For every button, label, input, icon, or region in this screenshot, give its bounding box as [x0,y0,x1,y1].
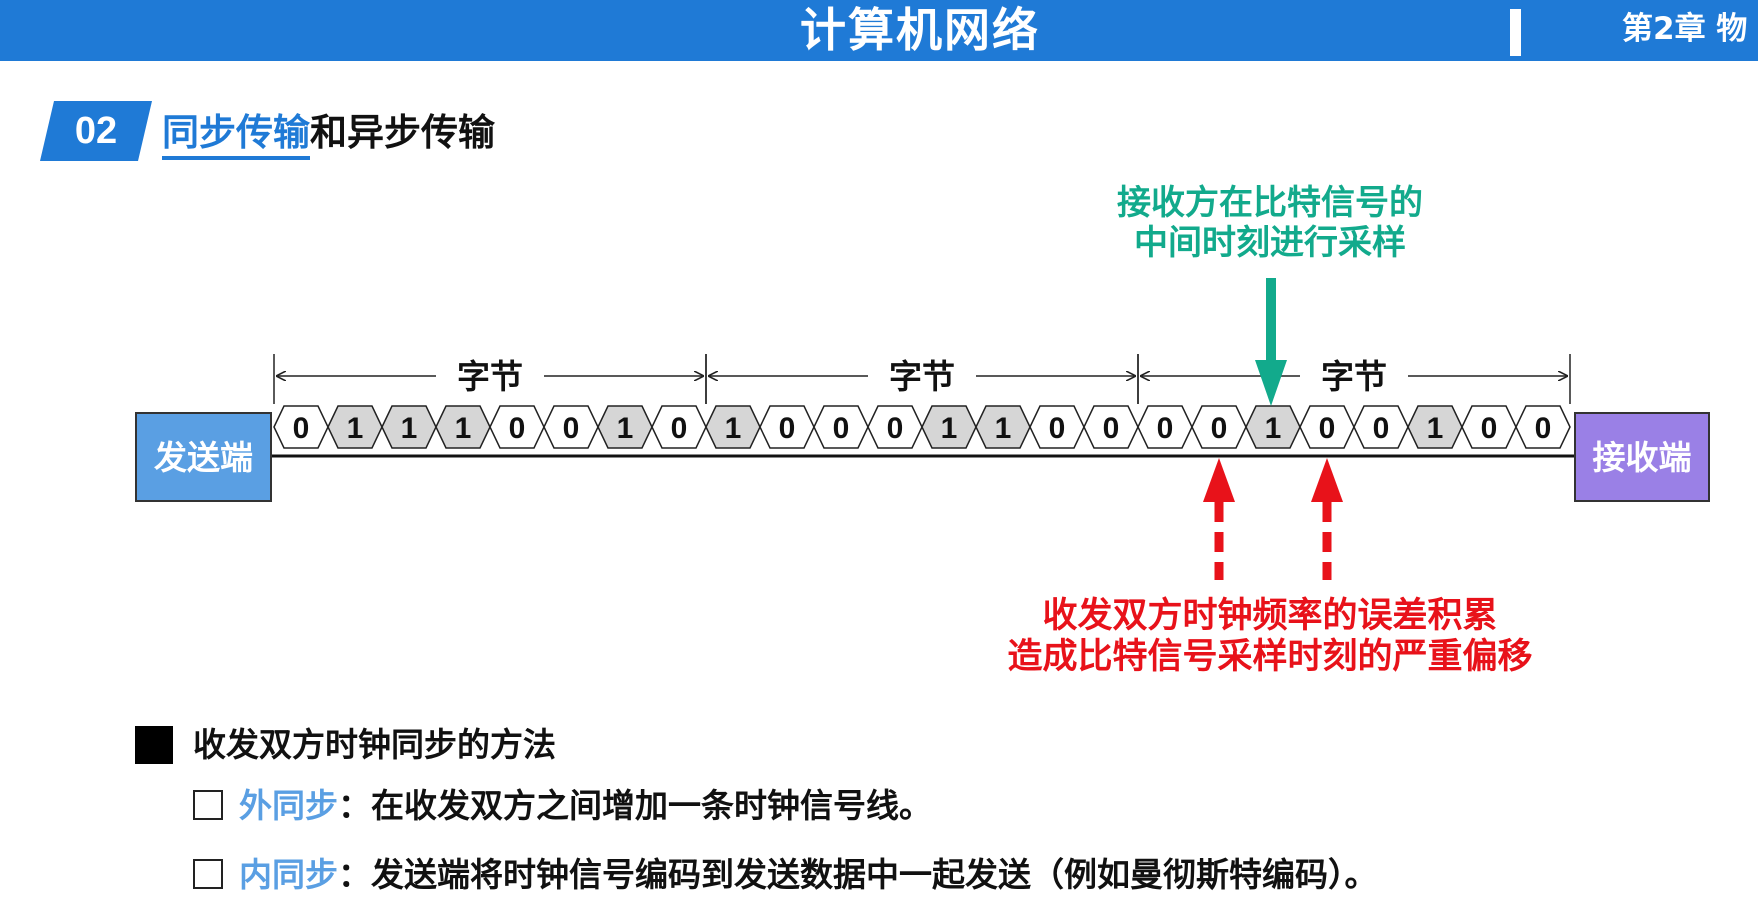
bit-cell: 0 [1461,405,1517,449]
clock-error-note-line2: 造成比特信号采样时刻的严重偏移 [1007,637,1533,677]
section-badge [40,101,152,161]
bullet-square [135,726,173,764]
bit-cell: 0 [813,405,869,449]
correct-sampling-note-line2: 中间时刻进行采样 [1134,223,1406,263]
correct-sampling-note-line1: 接收方在比特信号的 [1117,183,1423,223]
method-sep: ： [338,786,371,825]
bit-cell: 0 [543,405,599,449]
receiver-box: 接收端 [1574,412,1710,502]
correct-sampling-arrow [1255,278,1287,406]
bit-cell: 1 [1407,405,1463,449]
bit-cell: 0 [1029,405,1085,449]
svg-text:0: 0 [1157,412,1174,445]
svg-text:0: 0 [563,412,580,445]
section-title: 同步传输和异步传输 [162,108,495,160]
checkbox-icon [193,789,223,820]
method-text: 在收发双方之间增加一条时钟信号线。 [371,786,932,825]
bit-sequence: 0 1 1 1 0 0 1 0 1 0 0 0 1 1 0 0 0 0 1 0 0 1 0 0 [273,405,1571,449]
bit-cell: 0 [273,405,329,449]
bit-cell: 1 [705,405,761,449]
byte-dimension-lines: 字节 字节 字节 [273,354,1571,404]
svg-text:1: 1 [455,412,472,445]
svg-text:1: 1 [617,412,634,445]
method-sep: ： [338,855,371,894]
svg-text:0: 0 [1373,412,1390,445]
byte-label: 字节 [889,357,955,396]
bit-cell: 1 [1245,405,1301,449]
svg-text:0: 0 [1319,412,1336,445]
svg-text:0: 0 [1103,412,1120,445]
bit-cell: 0 [867,405,923,449]
bit-cell: 0 [489,405,545,449]
svg-text:1: 1 [725,412,742,445]
section-number: 02 [74,110,118,152]
method-term: 内同步 [239,855,338,894]
method-term: 外同步 [239,786,338,825]
drifted-sampling-arrow-2 [1311,458,1343,580]
svg-text:1: 1 [941,412,958,445]
svg-text:1: 1 [1265,412,1282,445]
svg-text:0: 0 [671,412,688,445]
svg-text:0: 0 [887,412,904,445]
bit-cell: 0 [1515,405,1571,449]
bit-cell: 0 [651,405,707,449]
bit-cell: 0 [1299,405,1355,449]
bit-cell: 1 [975,405,1031,449]
clock-error-note-line1: 收发双方时钟频率的误差积累 [1042,596,1498,636]
svg-text:0: 0 [1535,412,1552,445]
method-text: 发送端将时钟信号编码到发送数据中一起发送（例如曼彻斯特编码）。 [371,855,1378,894]
course-title: 计算机网络 [800,3,1040,57]
header-bar [0,0,1758,61]
bit-cell: 1 [597,405,653,449]
svg-text:0: 0 [509,412,526,445]
method-external-sync: 外同步：在收发双方之间增加一条时钟信号线。 [193,783,932,829]
bit-cell: 0 [759,405,815,449]
checkbox-icon [193,858,223,889]
bit-cell: 1 [327,405,383,449]
bit-cell: 0 [1137,405,1193,449]
header-divider [1510,9,1521,56]
bit-cell: 0 [1353,405,1409,449]
svg-text:0: 0 [833,412,850,445]
svg-text:0: 0 [1211,412,1228,445]
section-title-highlight: 同步传输 [162,111,310,160]
svg-text:0: 0 [293,412,310,445]
sender-box: 发送端 [135,412,272,502]
svg-text:1: 1 [995,412,1012,445]
bit-cell: 1 [435,405,491,449]
byte-label: 字节 [457,357,523,396]
svg-text:0: 0 [779,412,796,445]
bit-cell: 1 [381,405,437,449]
chapter-label: 第2章 物 [1622,11,1748,47]
svg-text:0: 0 [1049,412,1066,445]
svg-text:0: 0 [1481,412,1498,445]
method-internal-sync: 内同步：发送端将时钟信号编码到发送数据中一起发送（例如曼彻斯特编码）。 [193,852,1378,898]
bit-cell: 0 [1083,405,1139,449]
methods-heading: 收发双方时钟同步的方法 [193,725,556,764]
section-title-rest: 和异步传输 [310,111,495,154]
svg-text:1: 1 [347,412,364,445]
byte-label: 字节 [1321,357,1387,396]
svg-text:1: 1 [401,412,418,445]
bit-cell: 1 [921,405,977,449]
drifted-sampling-arrow-1 [1203,458,1235,580]
bit-cell: 0 [1191,405,1247,449]
svg-text:1: 1 [1427,412,1444,445]
